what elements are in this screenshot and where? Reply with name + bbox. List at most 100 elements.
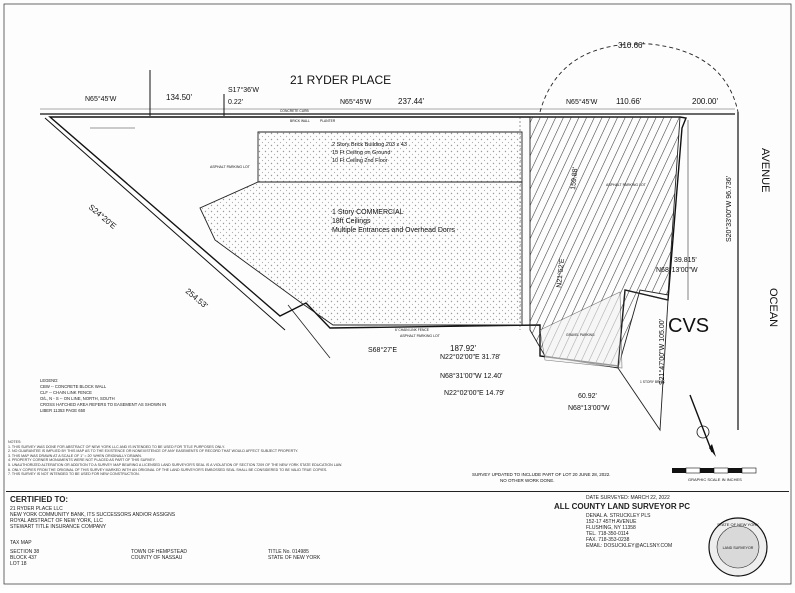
bearing-top-right: N65°45'W <box>566 98 598 106</box>
note-line: 3. THIS MAP WAS DRAWN AT A SCALE OF 1" =… <box>8 453 142 458</box>
building-main-line1: 1 Story COMMERCIAL <box>332 209 404 216</box>
gravel-area <box>539 291 623 369</box>
distance-arc: 310.66' <box>618 41 644 50</box>
distance-top-center: 237.44' <box>398 97 424 106</box>
building-upper-line1: 2 Story Brick Building 203 x 43 <box>332 142 407 148</box>
corner-arc <box>539 43 739 113</box>
building-main-line2: 18ft Ceilings <box>332 218 371 225</box>
building-upper-line3: 10 Ft Ceiling 2nd Floor <box>332 158 388 164</box>
cvs-building-outline <box>617 289 669 432</box>
legend-title: LEGEND: <box>40 378 59 383</box>
note-line: 7. THIS SURVEY IS NOT INTENDED TO BE USE… <box>8 472 140 477</box>
label-planter: PLANTER <box>320 119 336 123</box>
town-line2: COUNTY OF NASSAU <box>131 555 183 561</box>
bearing-east-lower: S21°47'00"W 105.00' <box>658 319 666 385</box>
easement-hatched-area <box>529 116 681 369</box>
building-main <box>199 181 523 326</box>
note-line: 1. THIS SURVEY WAS DONE FOR ABSTRACT OF … <box>8 444 225 449</box>
street-name-avenue: AVENUE <box>759 148 771 192</box>
legend: LEGEND: CBW -- CONCRETE BLOCK WALL CLF -… <box>40 378 170 414</box>
bearing-east: S20°33'00"W 96.736' <box>725 176 733 242</box>
bearing-south-main: S68°27'E <box>368 346 397 354</box>
town-line1: TOWN OF HEMPSTEAD <box>131 549 188 555</box>
tenant-label-cvs: CVS <box>668 315 709 337</box>
surveyor-seal: STATE OF NEW YORK LAND SURVEYOR <box>708 517 768 577</box>
certified-line: NEW YORK COMMUNITY BANK, ITS SUCCESSORS … <box>10 512 176 518</box>
label-concrete-curb: CONCRETE CURB <box>280 109 310 113</box>
bearing-south-b: N68°31'00"W 12.40' <box>440 372 502 380</box>
note-line: 5. UNAUTHORIZED ALTERATION OR ADDITION T… <box>8 462 343 467</box>
firm-email: EMAIL: DOSUCKLEY@ACLSNY.COM <box>586 543 673 549</box>
seal-center-text: LAND SURVEYOR <box>723 546 754 550</box>
distance-south-d: 60.92' <box>578 393 597 400</box>
bearing-top-left: N65°45'W <box>85 95 117 103</box>
building-upper-line2: 15 Ft Ceiling on Ground <box>332 150 390 156</box>
firm-fax: FAX. 718-353-0238 <box>586 537 630 543</box>
title-no-line2: STATE OF NEW YORK <box>268 555 321 561</box>
distance-mid: 159.88' <box>570 167 579 190</box>
tax-map-title: TAX MAP <box>10 540 32 546</box>
street-name-ocean: OCEAN <box>767 288 779 327</box>
notes-title: NOTES: <box>8 440 22 444</box>
distance-corner: 200.00' <box>692 97 718 106</box>
firm-addr1: 152-17 45TH AVENUE <box>586 519 637 525</box>
survey-update-line1: SURVEY UPDATED TO INCLUDE PART OF LOT 20… <box>472 472 611 477</box>
legend-item: CLF -- CHAIN LINK FENCE <box>40 390 92 395</box>
bearing-top-center: N65°45'W <box>340 98 372 106</box>
title-block: CERTIFIED TO: 21 RYDER PLACE LLC NEW YOR… <box>6 491 789 584</box>
label-gravel: GRAVEL PARKING <box>566 333 595 337</box>
legend-item: CBW -- CONCRETE BLOCK WALL <box>40 384 107 389</box>
label-asphalt-lot-south: ASPHALT PARKING LOT <box>400 334 441 338</box>
distance-west: 254.53' <box>184 287 210 311</box>
north-arrow <box>689 394 716 457</box>
bearing-top-mid: S17°36'W <box>228 86 259 94</box>
survey-update-line2: NO OTHER WORK DONE. <box>500 478 555 483</box>
bearing-south-c: N22°02'00"E 14.79' <box>444 389 505 397</box>
bearing-west: S24°20'E <box>87 203 118 231</box>
graphic-scale <box>672 467 757 474</box>
legend-item: CROSS HATCHED AREA REFERS TO EASEMENT AS… <box>40 402 167 407</box>
street-name-north: 21 RYDER PLACE <box>290 73 391 87</box>
firm-surveyor: DENAL A. STRUCKLEY PLS <box>586 513 651 519</box>
certified-title: CERTIFIED TO: <box>10 495 69 504</box>
note-line: 2. NO GUARANTEE IS IMPLIED BY THIS MAP A… <box>8 449 299 454</box>
west-boundary <box>44 117 286 331</box>
legend-item: O/L, N - S -- ON LINE, NORTH, SOUTH <box>40 396 115 401</box>
label-chain-link: 6' CHAIN LINK FENCE <box>395 328 430 332</box>
scale-caption: GRAPHIC SCALE IN INCHES <box>688 477 742 482</box>
label-one-story-brick: 1 STORY BRICK <box>640 380 666 384</box>
seal-ring-text: STATE OF NEW YORK <box>717 522 759 527</box>
label-asphalt-lot: ASPHALT PARKING LOT <box>210 165 251 169</box>
firm-date: DATE SURVEYED: MARCH 22, 2022 <box>586 495 670 501</box>
building-upper <box>257 131 523 183</box>
bearing-south-e: N68°13'00"W <box>568 404 610 412</box>
bearing-east-step: N68°13'00"W <box>656 266 698 274</box>
title-no-line1: TITLE No. 014985 <box>268 549 309 555</box>
label-brick-wall: BRICK WALL <box>290 119 310 123</box>
legend-item: LIBER 11353 PAGE 650 <box>40 408 86 413</box>
tax-map-section: SECTION 38 <box>10 549 40 555</box>
distance-top-left: 134.50' <box>166 93 192 102</box>
bearing-south-a: N22°02'00"E 31.78' <box>440 353 501 361</box>
firm-name: ALL COUNTY LAND SURVEYOR PC <box>554 502 691 511</box>
tax-map-lot: LOT 18 <box>10 561 27 567</box>
notes-block: NOTES: 1. THIS SURVEY WAS DONE FOR ABSTR… <box>8 440 428 477</box>
distance-top-mid: 0.22' <box>228 99 243 106</box>
sw-fence <box>287 304 331 359</box>
sheet-frame <box>3 3 792 585</box>
distance-top-right: 110.66' <box>616 97 642 106</box>
firm-tel: TEL. 718-350-0114 <box>586 531 629 537</box>
note-line: 6. ONLY COPIES FROM THE ORIGINAL OF THIS… <box>8 467 328 472</box>
distance-south-main: 187.92' <box>450 344 476 353</box>
note-line: 4. PROPERTY CORNER MONUMENTS WERE NOT PL… <box>8 458 156 463</box>
firm-addr2: FLUSHING, NY 11358 <box>586 525 636 531</box>
distance-east-step: 39.815' <box>674 257 697 264</box>
tax-map-block: BLOCK 437 <box>10 555 37 561</box>
bearing-mid: N21°52'E <box>555 258 566 288</box>
certified-line: ROYAL ABSTRACT OF NEW YORK, LLC <box>10 518 103 524</box>
building-main-line3: Multiple Entrances and Overhead Dorrs <box>332 227 455 234</box>
certified-line: STEWART TITLE INSURANCE COMPANY <box>10 524 107 530</box>
label-asphalt-lot-right: ASPHALT PARKING LOT <box>606 183 647 187</box>
